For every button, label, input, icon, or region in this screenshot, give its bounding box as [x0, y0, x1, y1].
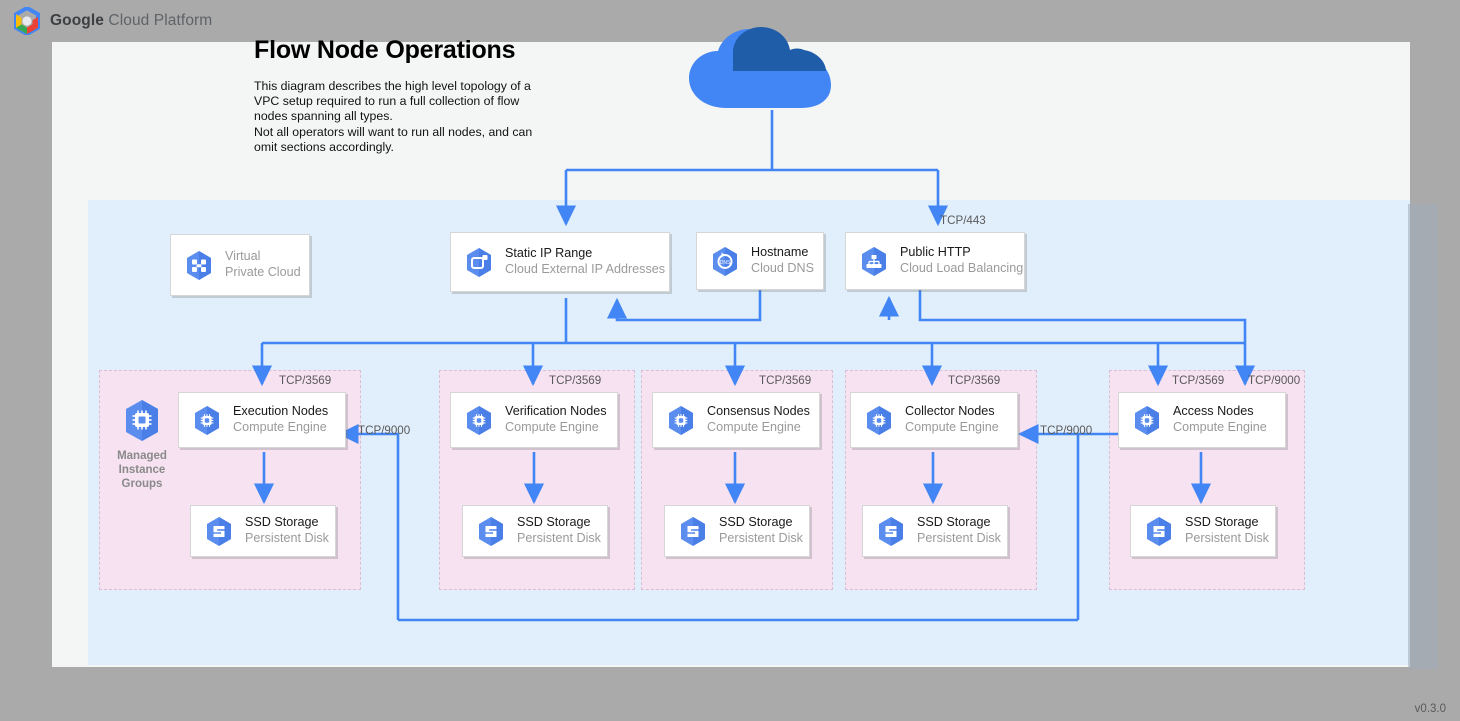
compute-engine-icon: [867, 405, 891, 435]
card-title: Collector Nodes: [905, 404, 995, 419]
card-title: SSD Storage: [719, 515, 793, 530]
compute-engine-icon: [195, 405, 219, 435]
card-public-http[interactable]: Public HTTP Cloud Load Balancing: [845, 232, 1025, 290]
cloud-dns-icon: DNS: [713, 246, 737, 276]
mig-zone-label: Managed Instance Groups: [117, 450, 167, 490]
compute-engine-icon: [467, 405, 491, 435]
card-verification-nodes-storage[interactable]: SSD Storage Persistent Disk: [462, 505, 619, 568]
card-subtitle: Compute Engine: [233, 420, 327, 434]
page-title: Flow Node Operations: [254, 36, 516, 64]
card-subtitle: Private Cloud: [225, 265, 301, 279]
card-subtitle: Cloud Load Balancing: [900, 261, 1024, 275]
card-title: Verification Nodes: [505, 404, 607, 419]
card-subtitle: Persistent Disk: [517, 531, 601, 545]
card-subtitle: Persistent Disk: [245, 531, 329, 545]
card-subtitle: Compute Engine: [1173, 420, 1267, 434]
persistent-disk-icon: [1147, 516, 1171, 546]
card-collector-nodes-storage[interactable]: SSD Storage Persistent Disk: [862, 505, 1019, 568]
brand-title: Google Cloud Platform: [50, 12, 212, 30]
card-title: Execution Nodes: [233, 404, 329, 419]
port-label-access-3569: TCP/3569: [1172, 374, 1225, 387]
card-subtitle: Compute Engine: [505, 420, 599, 434]
cloud-icon: [689, 27, 831, 108]
vpc-zone-shadow: [1408, 204, 1438, 669]
card-access-nodes-storage[interactable]: SSD Storage Persistent Disk: [1130, 505, 1287, 568]
card-virtual-private-cloud[interactable]: Virtual Private Cloud: [170, 234, 310, 296]
card-subtitle: Compute Engine: [905, 420, 999, 434]
cloud-load-balancing-icon: [862, 246, 886, 276]
page-description: This diagram describes the high level to…: [254, 79, 533, 154]
persistent-disk-icon: [879, 516, 903, 546]
card-title: SSD Storage: [517, 515, 591, 530]
card-consensus-nodes-storage[interactable]: SSD Storage Persistent Disk: [664, 505, 821, 568]
card-subtitle: Cloud DNS: [751, 261, 814, 275]
gcp-hexagon-logo-icon: [14, 7, 40, 35]
port-label-exec-9000: TCP/9000: [358, 424, 411, 437]
port-label-access-9000: TCP/9000: [1248, 374, 1301, 387]
card-subtitle: Persistent Disk: [917, 531, 1001, 545]
brand-bar: Google Cloud Platform: [14, 6, 212, 36]
card-title: Public HTTP: [900, 245, 971, 260]
card-title: Static IP Range: [505, 246, 593, 261]
card-execution-nodes[interactable]: Execution Nodes Compute Engine: [178, 392, 357, 459]
card-subtitle: Persistent Disk: [1185, 531, 1269, 545]
card-hostname[interactable]: DNS Hostname Cloud DNS: [696, 232, 824, 290]
version-label: v0.3.0: [1414, 703, 1446, 715]
card-verification-nodes[interactable]: Verification Nodes Compute Engine: [450, 392, 629, 459]
persistent-disk-icon: [479, 516, 503, 546]
port-label-cons-3569: TCP/3569: [759, 374, 812, 387]
brand-rest-word: Cloud Platform: [104, 12, 213, 29]
brand-bold-word: Google: [50, 12, 104, 29]
port-label-coll-9000: TCP/9000: [1040, 424, 1093, 437]
card-title: Virtual: [225, 249, 261, 264]
port-label-lb-443: TCP/443: [940, 214, 986, 227]
card-title: Consensus Nodes: [707, 404, 810, 419]
port-label-verif-3569: TCP/3569: [549, 374, 602, 387]
card-title: SSD Storage: [245, 515, 319, 530]
card-title: Hostname: [751, 245, 809, 260]
vpc-icon: [187, 250, 211, 280]
card-subtitle: Compute Engine: [707, 420, 801, 434]
port-label-coll-3569: TCP/3569: [948, 374, 1001, 387]
port-label-exec-3569: TCP/3569: [279, 374, 332, 387]
persistent-disk-icon: [207, 516, 231, 546]
external-ip-icon: [467, 247, 491, 277]
card-consensus-nodes[interactable]: Consensus Nodes Compute Engine: [652, 392, 831, 459]
card-collector-nodes[interactable]: Collector Nodes Compute Engine: [850, 392, 1029, 459]
card-access-nodes[interactable]: Access Nodes Compute Engine: [1118, 392, 1297, 459]
card-title: SSD Storage: [917, 515, 991, 530]
card-static-ip-range[interactable]: Static IP Range Cloud External IP Addres…: [450, 232, 681, 303]
card-title: Access Nodes: [1173, 404, 1254, 419]
persistent-disk-icon: [681, 516, 705, 546]
svg-text:DNS: DNS: [720, 260, 731, 266]
compute-cpu-hexagon-icon: [126, 400, 158, 441]
card-subtitle: Cloud External IP Addresses: [505, 262, 666, 276]
card-subtitle: Persistent Disk: [719, 531, 803, 545]
compute-engine-icon: [1135, 405, 1159, 435]
compute-engine-icon: [669, 405, 693, 435]
card-title: SSD Storage: [1185, 515, 1259, 530]
card-execution-nodes-storage[interactable]: SSD Storage Persistent Disk: [190, 505, 347, 568]
